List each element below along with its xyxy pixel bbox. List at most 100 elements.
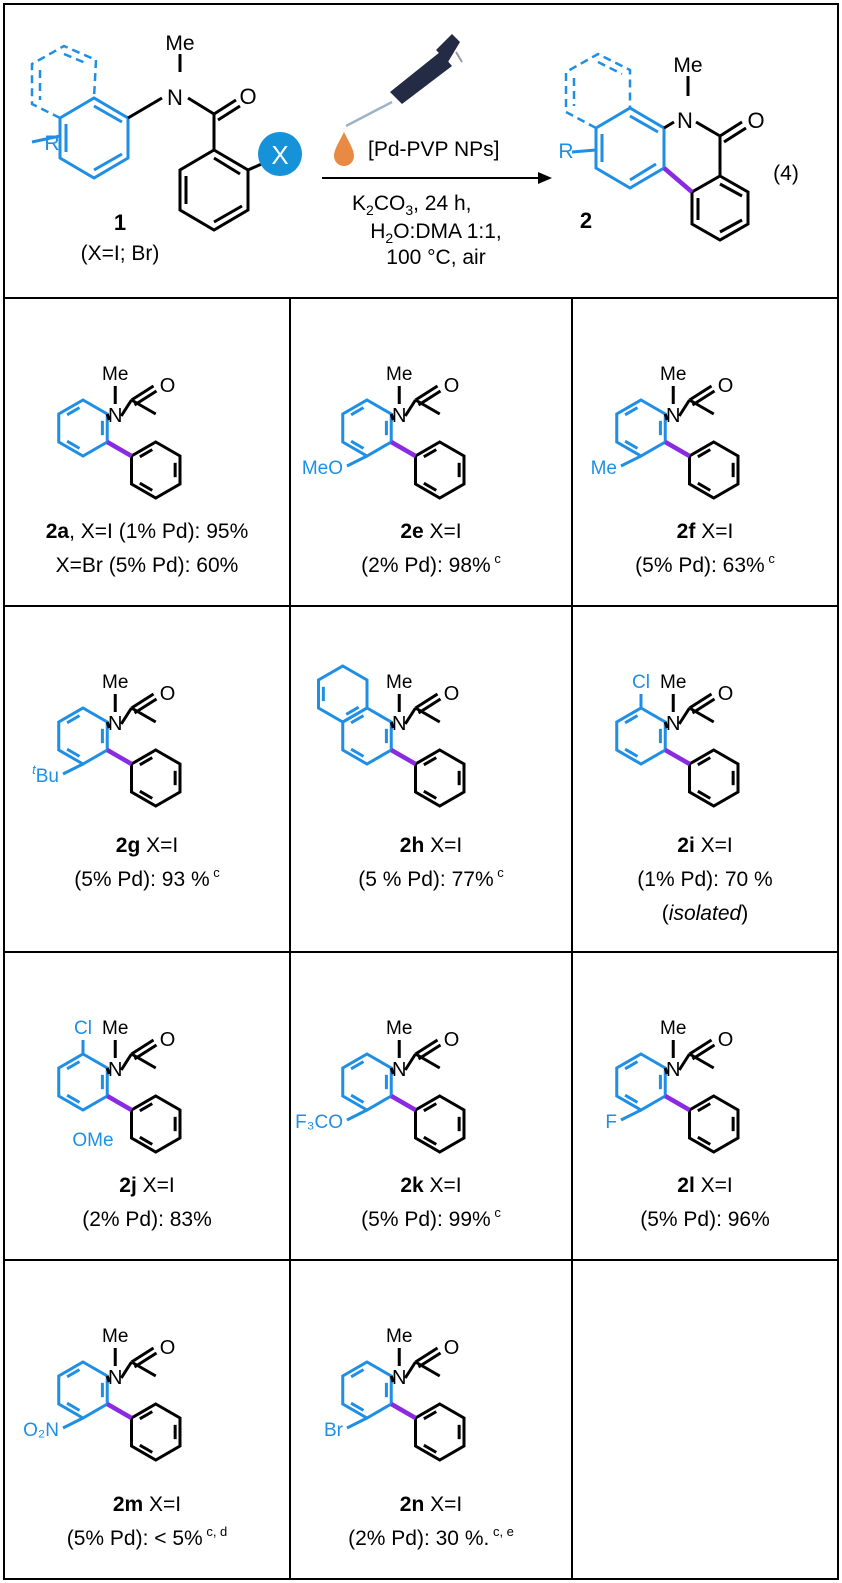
reactant-aryl-ring: [31, 96, 130, 180]
substituent-label: tBu: [32, 762, 59, 787]
product-me-label: Me: [673, 54, 702, 77]
n-atom-label: N: [108, 1367, 122, 1389]
n-atom-label: N: [392, 405, 406, 427]
benzo-ring: [687, 440, 740, 500]
double-bond: [139, 1102, 154, 1113]
bond: [389, 1375, 395, 1383]
double-bond: [624, 714, 639, 725]
compound-caption: 2h X=I: [400, 834, 462, 857]
compound-yield: (5 % Pd): 77% c: [358, 865, 504, 891]
carbonyl-bond: [414, 384, 439, 402]
new-cc-bond: [106, 1402, 133, 1420]
n-atom-label: N: [666, 1059, 680, 1081]
double-bond: [139, 1443, 154, 1454]
n-methyl-label: Me: [660, 1018, 686, 1039]
carbonyl-bond: [130, 384, 155, 402]
benzo-ring: [687, 748, 740, 808]
carbonyl-o-label: O: [160, 683, 176, 705]
substituent-bond: [346, 454, 368, 468]
solvent-label: H2O:DMA 1:1,: [370, 220, 502, 246]
substituent-label: O₂N: [23, 1420, 59, 1441]
bond: [105, 413, 111, 421]
substituent-label: MeO: [302, 458, 343, 479]
substituent-bond: [62, 1416, 84, 1430]
substituent-bond: [620, 454, 642, 468]
bond: [105, 1375, 111, 1383]
compound-yield: (1% Pd): 70 %: [637, 868, 772, 891]
double-bond: [624, 406, 639, 417]
benzo-ring: [413, 748, 466, 808]
double-bond: [345, 705, 360, 716]
double-bond: [423, 1102, 438, 1113]
n-atom-label: N: [392, 1367, 406, 1389]
bond: [414, 1052, 441, 1070]
n-atom-label: N: [108, 713, 122, 735]
compound-caption: 2n X=I: [400, 1493, 462, 1516]
product-n-label: N: [677, 108, 693, 133]
carbonyl-o-label: O: [444, 375, 460, 397]
compound-yield: (5% Pd): 63% c: [635, 551, 775, 577]
carbonyl-bond: [417, 697, 442, 715]
bond: [119, 1361, 133, 1379]
double-bond: [423, 1135, 438, 1146]
carbonyl-o-label: O: [160, 1029, 176, 1051]
carbonyl-bond: [133, 1043, 158, 1061]
carbonyl-o-label: O: [444, 683, 460, 705]
double-bond: [624, 1060, 639, 1071]
bond: [119, 707, 133, 725]
leaving-group-badge: [258, 132, 302, 176]
compound-yield: (5% Pd): 99% c: [361, 1205, 501, 1231]
compound-yield: (2% Pd): 30 %. c, e: [348, 1524, 514, 1550]
bond: [663, 721, 669, 729]
product-o-label: O: [747, 108, 764, 133]
double-bond: [423, 448, 438, 459]
compound-caption: 2i X=I: [677, 834, 732, 857]
compound-caption: 2e X=I: [400, 520, 461, 543]
carbonyl-bond: [414, 1038, 439, 1056]
double-bond: [66, 406, 81, 417]
product-lactam: [663, 76, 747, 176]
reaction-arrowhead: [538, 172, 552, 184]
double-bond: [66, 1368, 81, 1379]
double-bond: [624, 747, 639, 758]
double-bond: [624, 439, 639, 450]
double-bond: [697, 789, 712, 800]
new-cc-bond: [106, 748, 133, 766]
compound-caption: 2l X=I: [677, 1174, 732, 1197]
carbonyl-o-label: O: [444, 1029, 460, 1051]
double-bond: [350, 1093, 365, 1104]
temperature-label: 100 °C, air: [386, 246, 485, 269]
new-cc-bond: [390, 1402, 417, 1420]
double-bond: [66, 439, 81, 450]
carbonyl-bond: [691, 697, 716, 715]
carbonyl-o-label: O: [718, 683, 734, 705]
double-bond: [423, 1410, 438, 1421]
carbonyl-bond: [414, 692, 439, 710]
double-bond: [139, 789, 154, 800]
droplet-icon: [334, 132, 354, 166]
double-bond: [66, 1093, 81, 1104]
reactant-structure: X N Me O R 1 (X=I; Br): [30, 32, 302, 265]
aryl-ring: [341, 1052, 393, 1112]
double-bond: [350, 406, 365, 417]
compound-caption: 2g X=I: [116, 834, 178, 857]
reactant-me-label: Me: [165, 32, 194, 55]
aryl-ring: [57, 706, 109, 766]
n-methyl-label: Me: [386, 672, 412, 693]
n-methyl-label: Me: [102, 1326, 128, 1347]
carbonyl-bond: [130, 1038, 155, 1056]
bond: [663, 1067, 669, 1075]
n-atom-label: N: [666, 713, 680, 735]
methoxy-label: OMe: [72, 1130, 113, 1151]
double-bond: [350, 1060, 365, 1071]
double-bond: [66, 1401, 81, 1412]
bond: [688, 398, 715, 416]
bond: [403, 1361, 417, 1379]
double-bond: [66, 747, 81, 758]
n-atom-label: N: [108, 405, 122, 427]
